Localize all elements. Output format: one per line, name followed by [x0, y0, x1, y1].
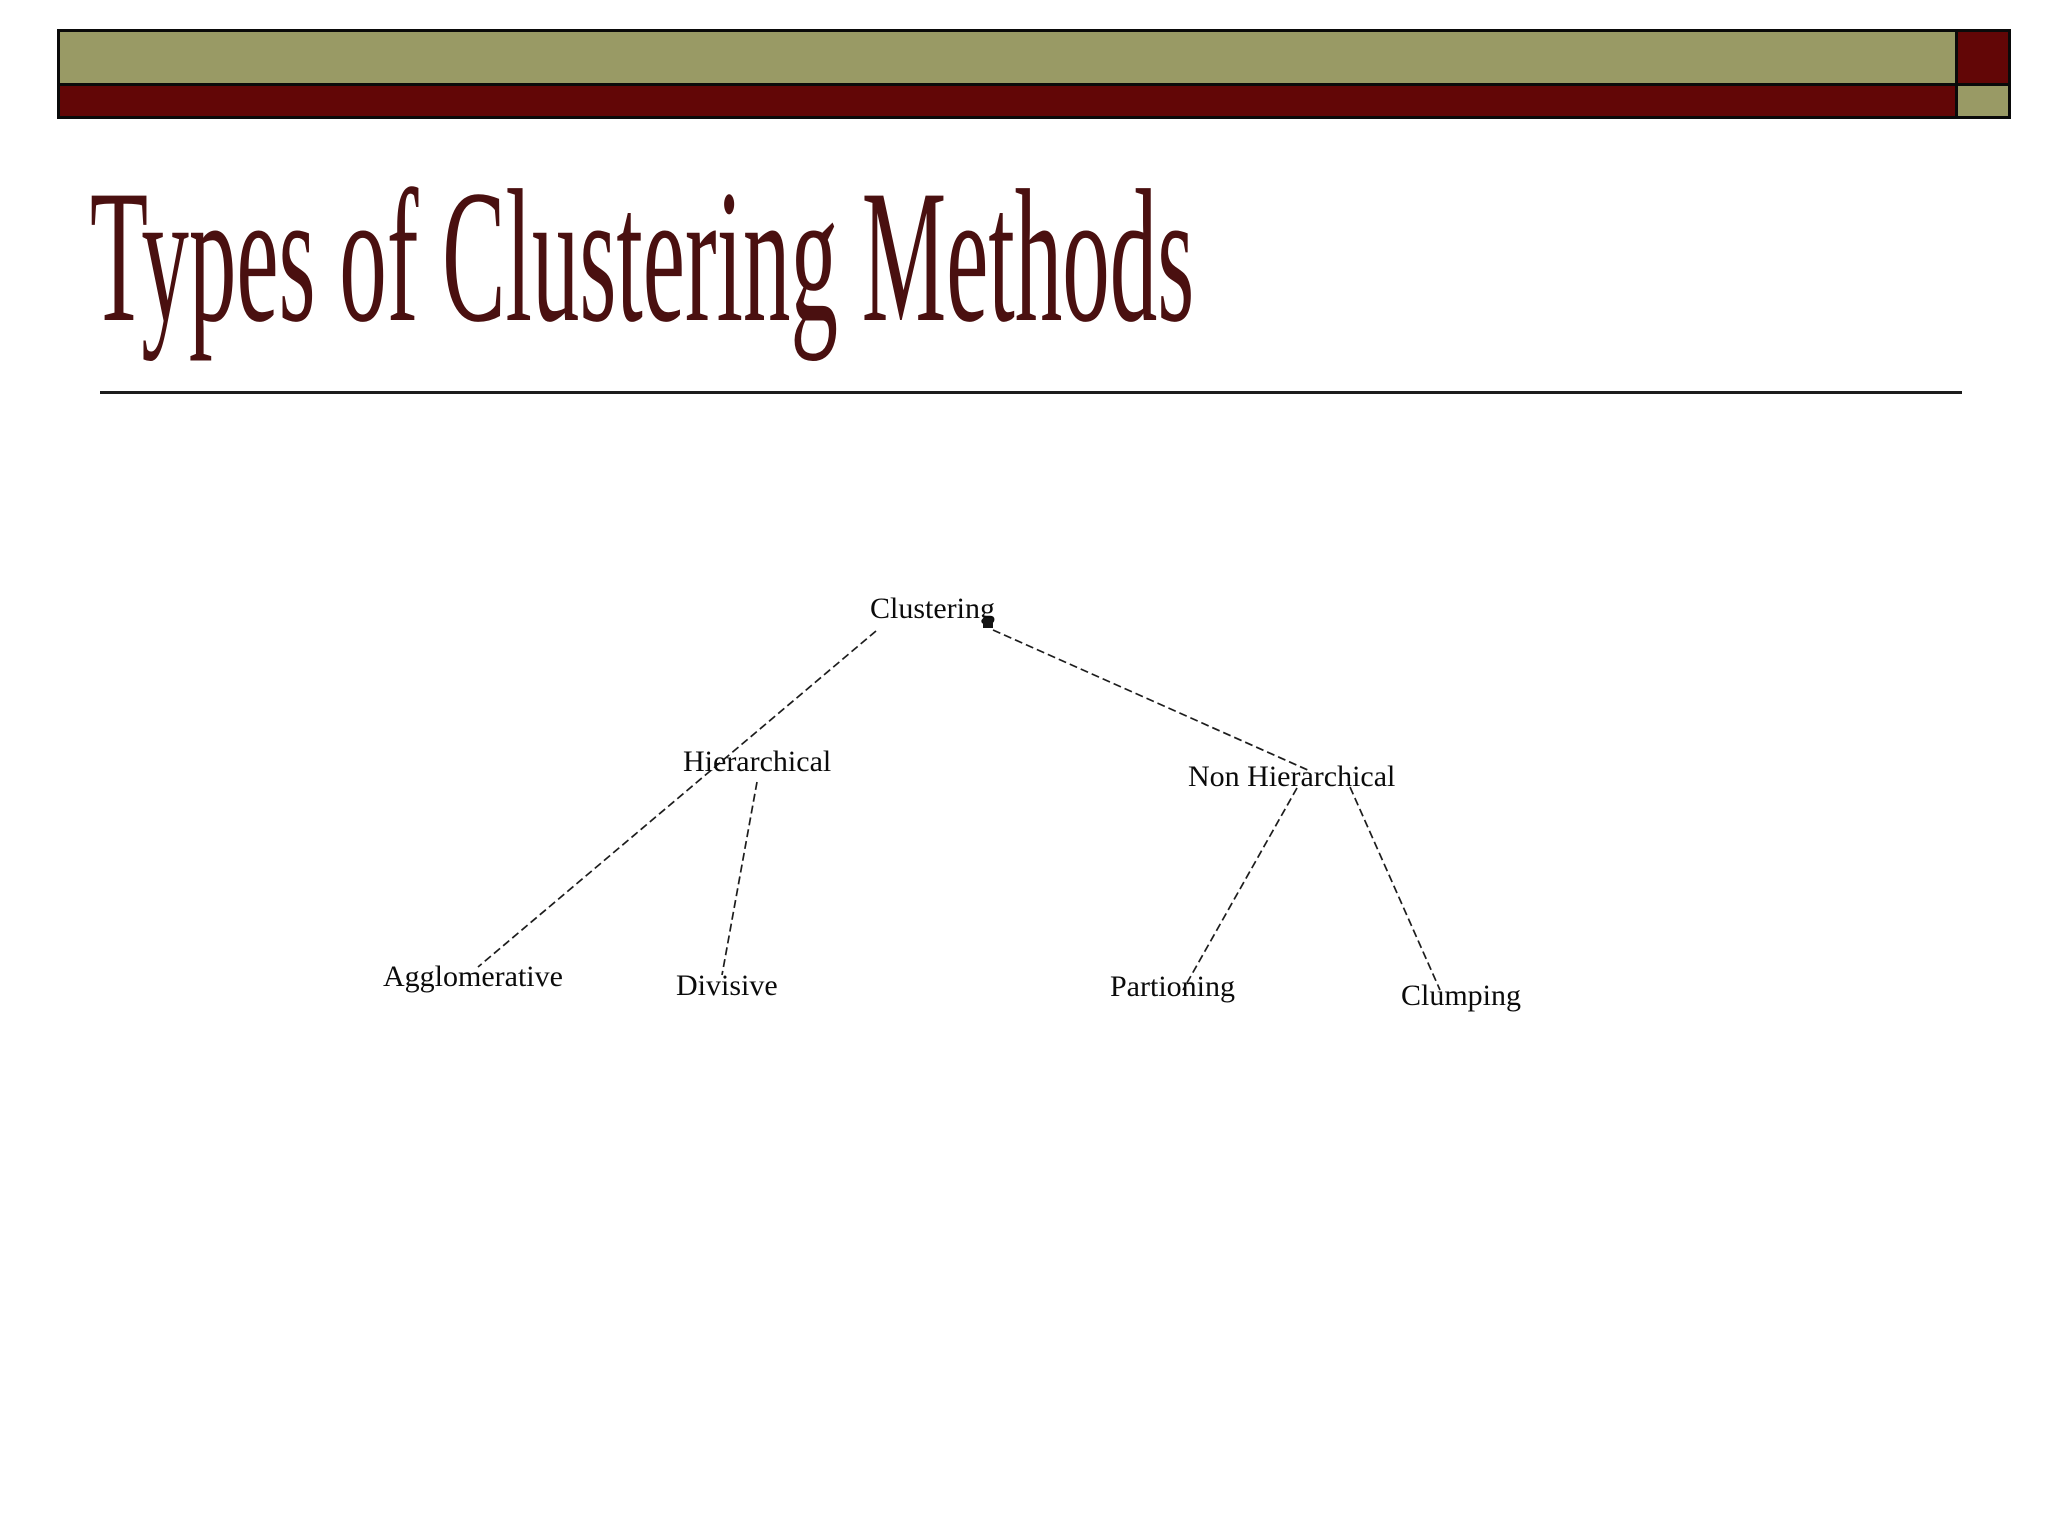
- edge-anchor-dot: [983, 618, 993, 628]
- tree-edge-clustering-to-non-hierarchical: [992, 629, 1311, 772]
- tree-node-partioning: Partioning: [1110, 970, 1235, 1003]
- banner-olive-bar: [60, 32, 1955, 83]
- tree-node-clumping: Clumping: [1401, 979, 1522, 1012]
- banner-maroon-bar: [60, 86, 1955, 116]
- banner-corner-maroon-block: [1958, 32, 2008, 83]
- tree-node-agglomerative: Agglomerative: [383, 960, 563, 993]
- tree-edge-clustering-to-agglomerative: [477, 630, 877, 968]
- title-underline: [100, 391, 1962, 394]
- tree-edge-non-hierarchical-to-partioning: [1182, 787, 1298, 991]
- banner-corner-olive-block: [1958, 86, 2008, 116]
- tree-node-non-hierarchical: Non Hierarchical: [1188, 760, 1396, 793]
- slide-title: Types of Clustering Methods: [90, 152, 1195, 362]
- tree-node-clustering: Clustering: [870, 592, 995, 625]
- tree-edge-non-hierarchical-to-clumping: [1349, 786, 1441, 991]
- banner-corner: [1955, 29, 2011, 119]
- banner: [57, 29, 1958, 119]
- tree-edge-hierarchical-to-divisive: [721, 781, 758, 976]
- tree-node-divisive: Divisive: [676, 969, 778, 1002]
- tree-node-hierarchical: Hierarchical: [683, 745, 832, 778]
